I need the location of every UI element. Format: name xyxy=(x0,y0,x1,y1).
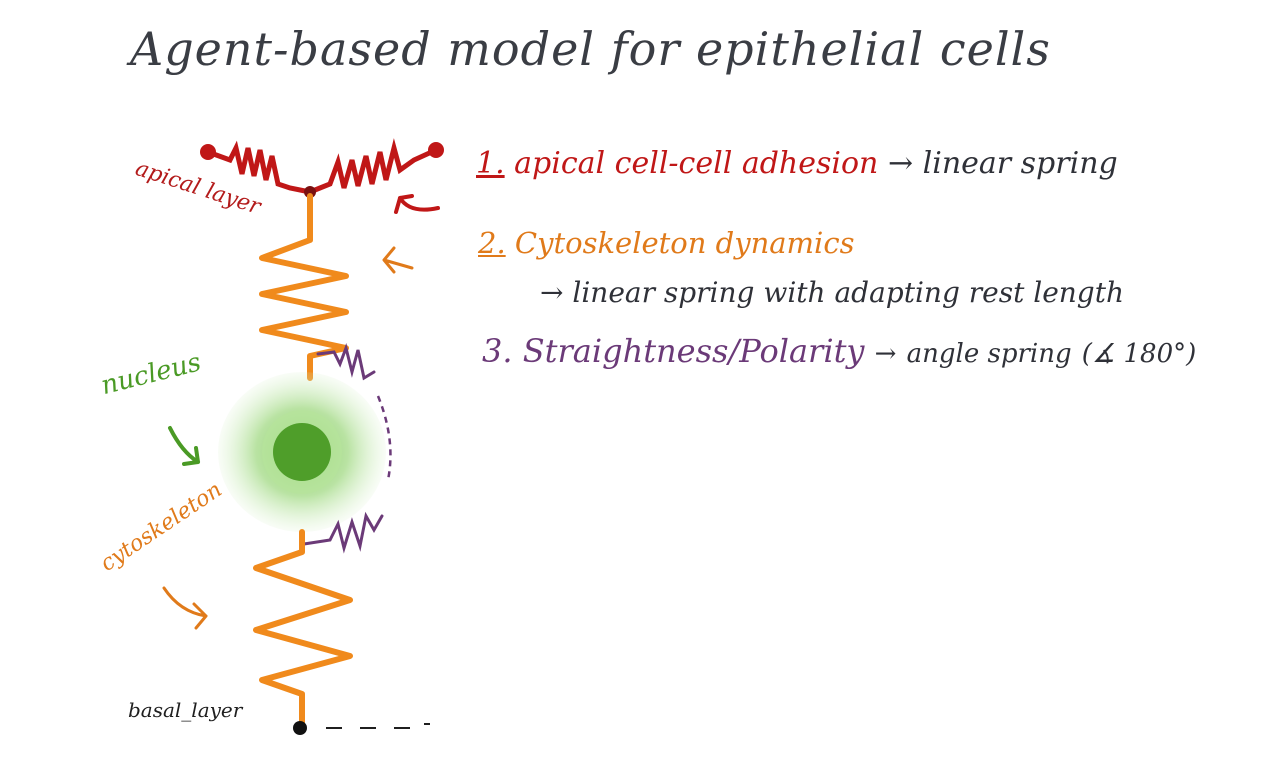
item-note: (∡ 180°) xyxy=(1081,339,1197,369)
basal-layer-label: basal_layer xyxy=(128,698,243,722)
item-number: 1. xyxy=(476,146,505,181)
item-model: linear spring xyxy=(922,146,1118,181)
item-adhesion: 1. apical cell-cell adhesion → linear sp… xyxy=(476,146,1118,181)
apical-node-left xyxy=(200,144,216,160)
item-text: apical cell-cell adhesion xyxy=(514,146,879,181)
apical-adhesion-spring-right xyxy=(307,138,439,195)
apical-arrow-icon xyxy=(394,194,440,214)
item-model: linear spring with adapting rest length xyxy=(572,276,1125,309)
nucleus-core xyxy=(273,423,331,481)
item-text: Cytoskeleton dynamics xyxy=(514,226,855,260)
arrow-icon: → xyxy=(887,146,914,181)
angle-spring-lower xyxy=(302,511,384,554)
apical-node-right xyxy=(428,142,444,158)
item-text: Straightness/Polarity xyxy=(522,332,865,370)
item-cytoskeleton: 2. Cytoskeleton dynamics xyxy=(478,226,854,260)
arrow-icon: → xyxy=(540,276,564,309)
apical-adhesion-spring-left xyxy=(205,140,313,195)
angle-spring-upper xyxy=(316,342,376,381)
item-cytoskeleton-model: → linear spring with adapting rest lengt… xyxy=(540,276,1124,309)
arrow-icon: → xyxy=(874,339,897,369)
angle-spring-arc xyxy=(376,395,392,481)
basal-node xyxy=(293,721,307,735)
item-number: 3. xyxy=(482,332,513,370)
item-number: 2. xyxy=(478,226,506,260)
cytoskeleton-arrow-icon xyxy=(382,246,414,274)
apical-center-node xyxy=(304,186,316,198)
cytoskeleton-spring-lower xyxy=(253,529,353,727)
basal-layer-line xyxy=(326,723,430,729)
item-model: angle spring xyxy=(906,339,1072,369)
cytoskeleton-label-arrow-icon xyxy=(162,586,208,630)
item-polarity: 3. Straightness/Polarity → angle spring … xyxy=(482,332,1196,370)
diagram-title: Agent-based model for epithelial cells xyxy=(130,22,1051,76)
nucleus-arrow-icon xyxy=(168,426,200,466)
